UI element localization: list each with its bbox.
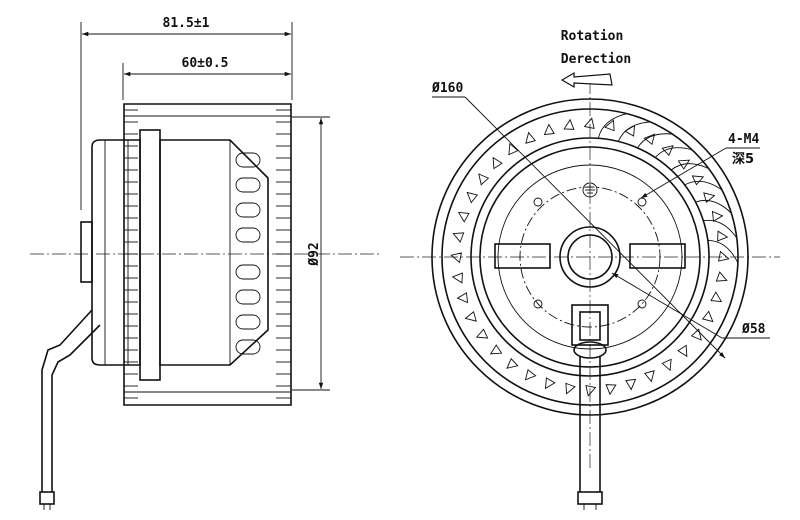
hole-depth-label: 深5 xyxy=(732,151,754,167)
hole-spec-label: 4-M4 xyxy=(728,132,759,147)
mounting-holes xyxy=(533,197,647,309)
outer-ring xyxy=(431,98,749,416)
outer-diameter-label: Ø160 xyxy=(431,81,463,96)
hub-inner xyxy=(567,234,613,280)
mounting-slot-left xyxy=(494,243,551,269)
side-view: 81.5±1 60±0.5 Ø92 xyxy=(30,16,380,510)
height-dimension: Ø92 xyxy=(292,116,330,391)
front-view: Rotation Derection xyxy=(400,29,780,510)
impeller-ribs xyxy=(124,109,291,399)
wheel-length-dimension: 60±0.5 xyxy=(122,56,291,100)
wheel-length-label: 60±0.5 xyxy=(182,56,229,71)
curved-blade-section xyxy=(597,113,739,264)
cable-connector xyxy=(571,304,609,510)
outer-ring-inner xyxy=(441,108,739,406)
back-plate xyxy=(139,129,161,381)
motor-ring xyxy=(479,146,701,368)
overall-length-dimension: 81.5±1 xyxy=(80,16,293,210)
hub-body xyxy=(159,139,269,366)
hub-ring xyxy=(559,226,621,288)
height-diameter-label: Ø92 xyxy=(307,242,322,266)
rotation-label-line2: Derection xyxy=(561,52,631,67)
impeller-profile xyxy=(123,103,292,406)
mounting-slot-right xyxy=(629,243,686,269)
motor-plate xyxy=(497,164,683,350)
rotation-label-line1: Rotation xyxy=(561,29,624,44)
vent-slots xyxy=(235,152,261,355)
motor-housing xyxy=(91,139,141,366)
rotation-arrow-icon xyxy=(560,71,613,89)
blade-inner-ring xyxy=(470,137,710,377)
overall-length-label: 81.5±1 xyxy=(163,16,210,31)
hole-spec-leader: 4-M4 深5 xyxy=(640,132,760,199)
ground-icon xyxy=(582,182,598,198)
hub-diameter-dimension: Ø58 xyxy=(611,272,770,339)
cable xyxy=(39,309,101,510)
impeller-blades xyxy=(450,117,730,397)
hub-diameter-label: Ø58 xyxy=(741,322,766,337)
shaft-flange xyxy=(80,221,93,283)
